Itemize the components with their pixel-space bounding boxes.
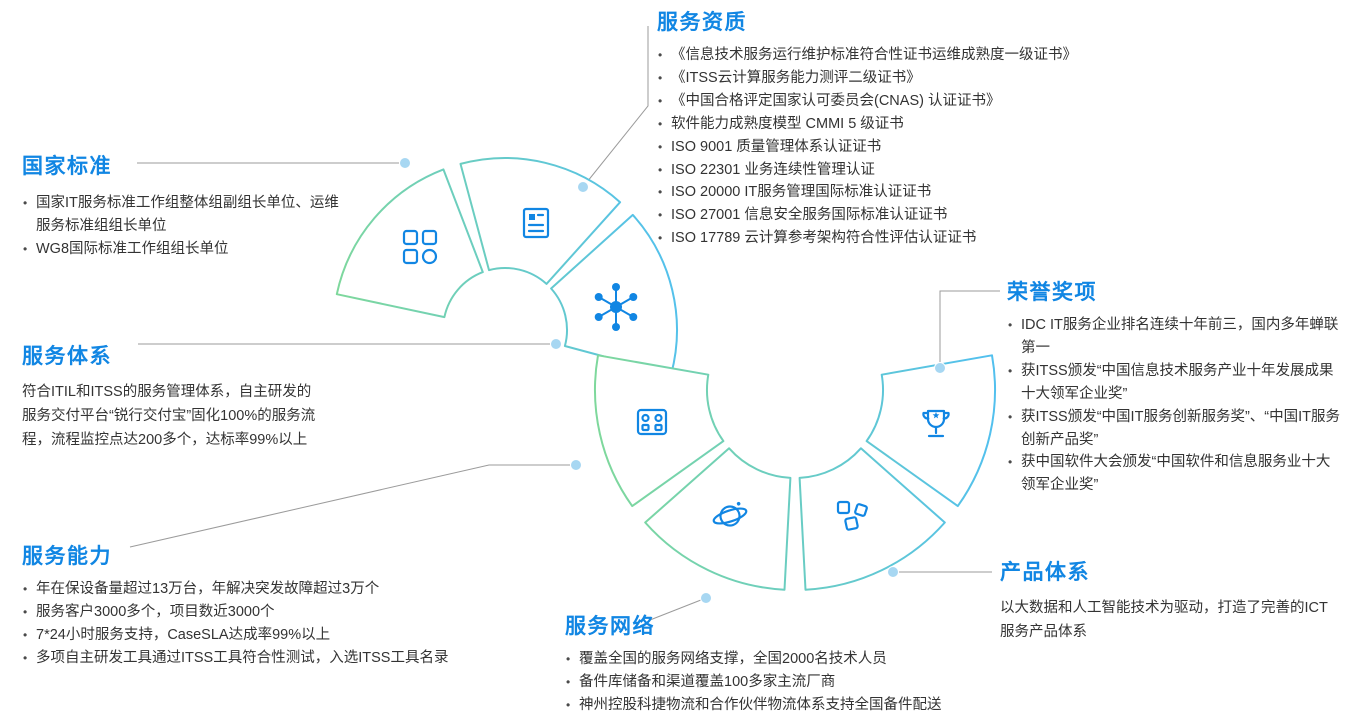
- connector-service-capability: [129, 464, 576, 548]
- connector-dots: [399, 157, 946, 604]
- segment-service-system: [550, 213, 678, 376]
- document-icon: [522, 207, 550, 239]
- list-item: ISO 17789 云计算参考架构符合性评估认证证书: [657, 227, 1322, 250]
- list-item: 7*24小时服务支持，CaseSLA达成率99%以上: [22, 624, 517, 647]
- list-item: 《ITSS云计算服务能力测评二级证书》: [657, 67, 1322, 90]
- segment-service-network: [644, 447, 792, 591]
- list-item: ISO 9001 质量管理体系认证证书: [657, 136, 1322, 159]
- list-item: 《中国合格评定国家认可委员会(CNAS) 认证证书》: [657, 90, 1322, 113]
- list-item: 国家IT服务标准工作组整体组副组长单位、运维服务标准组组长单位: [22, 192, 340, 238]
- modules-icon: [836, 500, 868, 531]
- section-service-network: 服务网络 覆盖全国的服务网络支撑，全国2000名技术人员 备件库储备和渠道覆盖1…: [565, 610, 1035, 717]
- dot-national-standards: [399, 157, 411, 169]
- list-item: 获中国软件大会颁发“中国软件和信息服务业十大领军企业奖”: [1007, 451, 1343, 497]
- section-title-service-capability: 服务能力: [22, 545, 112, 568]
- list-item: 软件能力成熟度模型 CMMI 5 级证书: [657, 113, 1322, 136]
- section-national-standards: 国家标准 国家IT服务标准工作组整体组副组长单位、运维服务标准组组长单位 WG8…: [22, 150, 340, 261]
- service-network-list: 覆盖全国的服务网络支撑，全国2000名技术人员 备件库储备和渠道覆盖100多家主…: [565, 648, 1035, 717]
- upper-ring: [335, 157, 678, 376]
- connector-honors: [939, 290, 1000, 368]
- list-item: ISO 20000 IT服务管理国际标准认证证书: [657, 181, 1322, 204]
- list-item: 获ITSS颁发“中国IT服务创新服务奖”、“中国IT服务创新产品奖”: [1007, 406, 1343, 452]
- dot-honors: [934, 362, 946, 374]
- section-title-service-network: 服务网络: [565, 615, 655, 638]
- list-item: 备件库储备和渠道覆盖100多家主流厂商: [565, 671, 1035, 694]
- list-item: 获ITSS颁发“中国信息技术服务产业十年发展成果十大领军企业奖”: [1007, 360, 1343, 406]
- planet-icon: [712, 501, 748, 527]
- section-service-qualifications: 服务资质 《信息技术服务运行维护标准符合性证书运维成熟度一级证书》 《ITSS云…: [657, 6, 1322, 250]
- list-item: IDC IT服务企业排名连续十年前三，国内多年蝉联第一: [1007, 314, 1343, 360]
- section-title-product-system: 产品体系: [1000, 561, 1090, 584]
- service-capability-list: 年在保设备量超过13万台，年解决突发故障超过3万个 服务客户3000多个，项目数…: [22, 578, 517, 670]
- list-item: ISO 27001 信息安全服务国际标准认证证书: [657, 204, 1322, 227]
- dot-service-network: [700, 592, 712, 604]
- connector-service-network: [649, 597, 707, 621]
- lower-ring: [593, 354, 997, 591]
- atom-icon: [594, 283, 638, 331]
- dot-product-system: [887, 566, 899, 578]
- dashboard-icon: [636, 408, 668, 436]
- dot-service-capability: [570, 459, 582, 471]
- connector-lines: [129, 26, 1000, 621]
- trophy-icon: [922, 409, 950, 438]
- list-item: ISO 22301 业务连续性管理认证: [657, 159, 1322, 182]
- section-honors: 荣誉奖项 IDC IT服务企业排名连续十年前三，国内多年蝉联第一 获ITSS颁发…: [1007, 276, 1343, 497]
- list-item: 覆盖全国的服务网络支撑，全国2000名技术人员: [565, 648, 1035, 671]
- section-product-system: 产品体系 以大数据和人工智能技术为驱动，打造了完善的ICT服务产品体系: [1000, 556, 1332, 644]
- honors-list: IDC IT服务企业排名连续十年前三，国内多年蝉联第一 获ITSS颁发“中国信息…: [1007, 314, 1343, 497]
- list-item: 多项自主研发工具通过ITSS工具符合性测试，入选ITSS工具名录: [22, 647, 517, 670]
- segment-honors: [865, 354, 997, 508]
- list-item: 服务客户3000多个，项目数近3000个: [22, 601, 517, 624]
- national-standards-list: 国家IT服务标准工作组整体组副组长单位、运维服务标准组组长单位 WG8国际标准工…: [22, 192, 340, 261]
- section-service-capability: 服务能力 年在保设备量超过13万台，年解决突发故障超过3万个 服务客户3000多…: [22, 540, 517, 670]
- connector-service-qualifications: [582, 26, 649, 188]
- service-system-text: 符合ITIL和ITSS的服务管理体系，自主研发的服务交付平台“锐行交付宝”固化1…: [22, 384, 316, 449]
- list-item: 《信息技术服务运行维护标准符合性证书运维成熟度一级证书》: [657, 44, 1322, 67]
- list-item: 神州控股科捷物流和合作伙伴物流体系支持全国备件配送: [565, 694, 1035, 717]
- product-system-text: 以大数据和人工智能技术为驱动，打造了完善的ICT服务产品体系: [1000, 600, 1328, 641]
- dot-service-qualifications: [577, 181, 589, 193]
- list-item: WG8国际标准工作组组长单位: [22, 238, 340, 261]
- service-qualifications-list: 《信息技术服务运行维护标准符合性证书运维成熟度一级证书》 《ITSS云计算服务能…: [657, 44, 1322, 250]
- section-title-honors: 荣誉奖项: [1007, 281, 1097, 304]
- dot-service-system: [550, 338, 562, 350]
- section-title-national-standards: 国家标准: [22, 155, 112, 178]
- section-title-service-qualifications: 服务资质: [657, 11, 747, 34]
- section-title-service-system: 服务体系: [22, 345, 112, 368]
- section-service-system: 服务体系 符合ITIL和ITSS的服务管理体系，自主研发的服务交付平台“锐行交付…: [22, 340, 322, 452]
- list-item: 年在保设备量超过13万台，年解决突发故障超过3万个: [22, 578, 517, 601]
- segment-product-system: [798, 447, 946, 591]
- blocks-icon: [402, 229, 438, 265]
